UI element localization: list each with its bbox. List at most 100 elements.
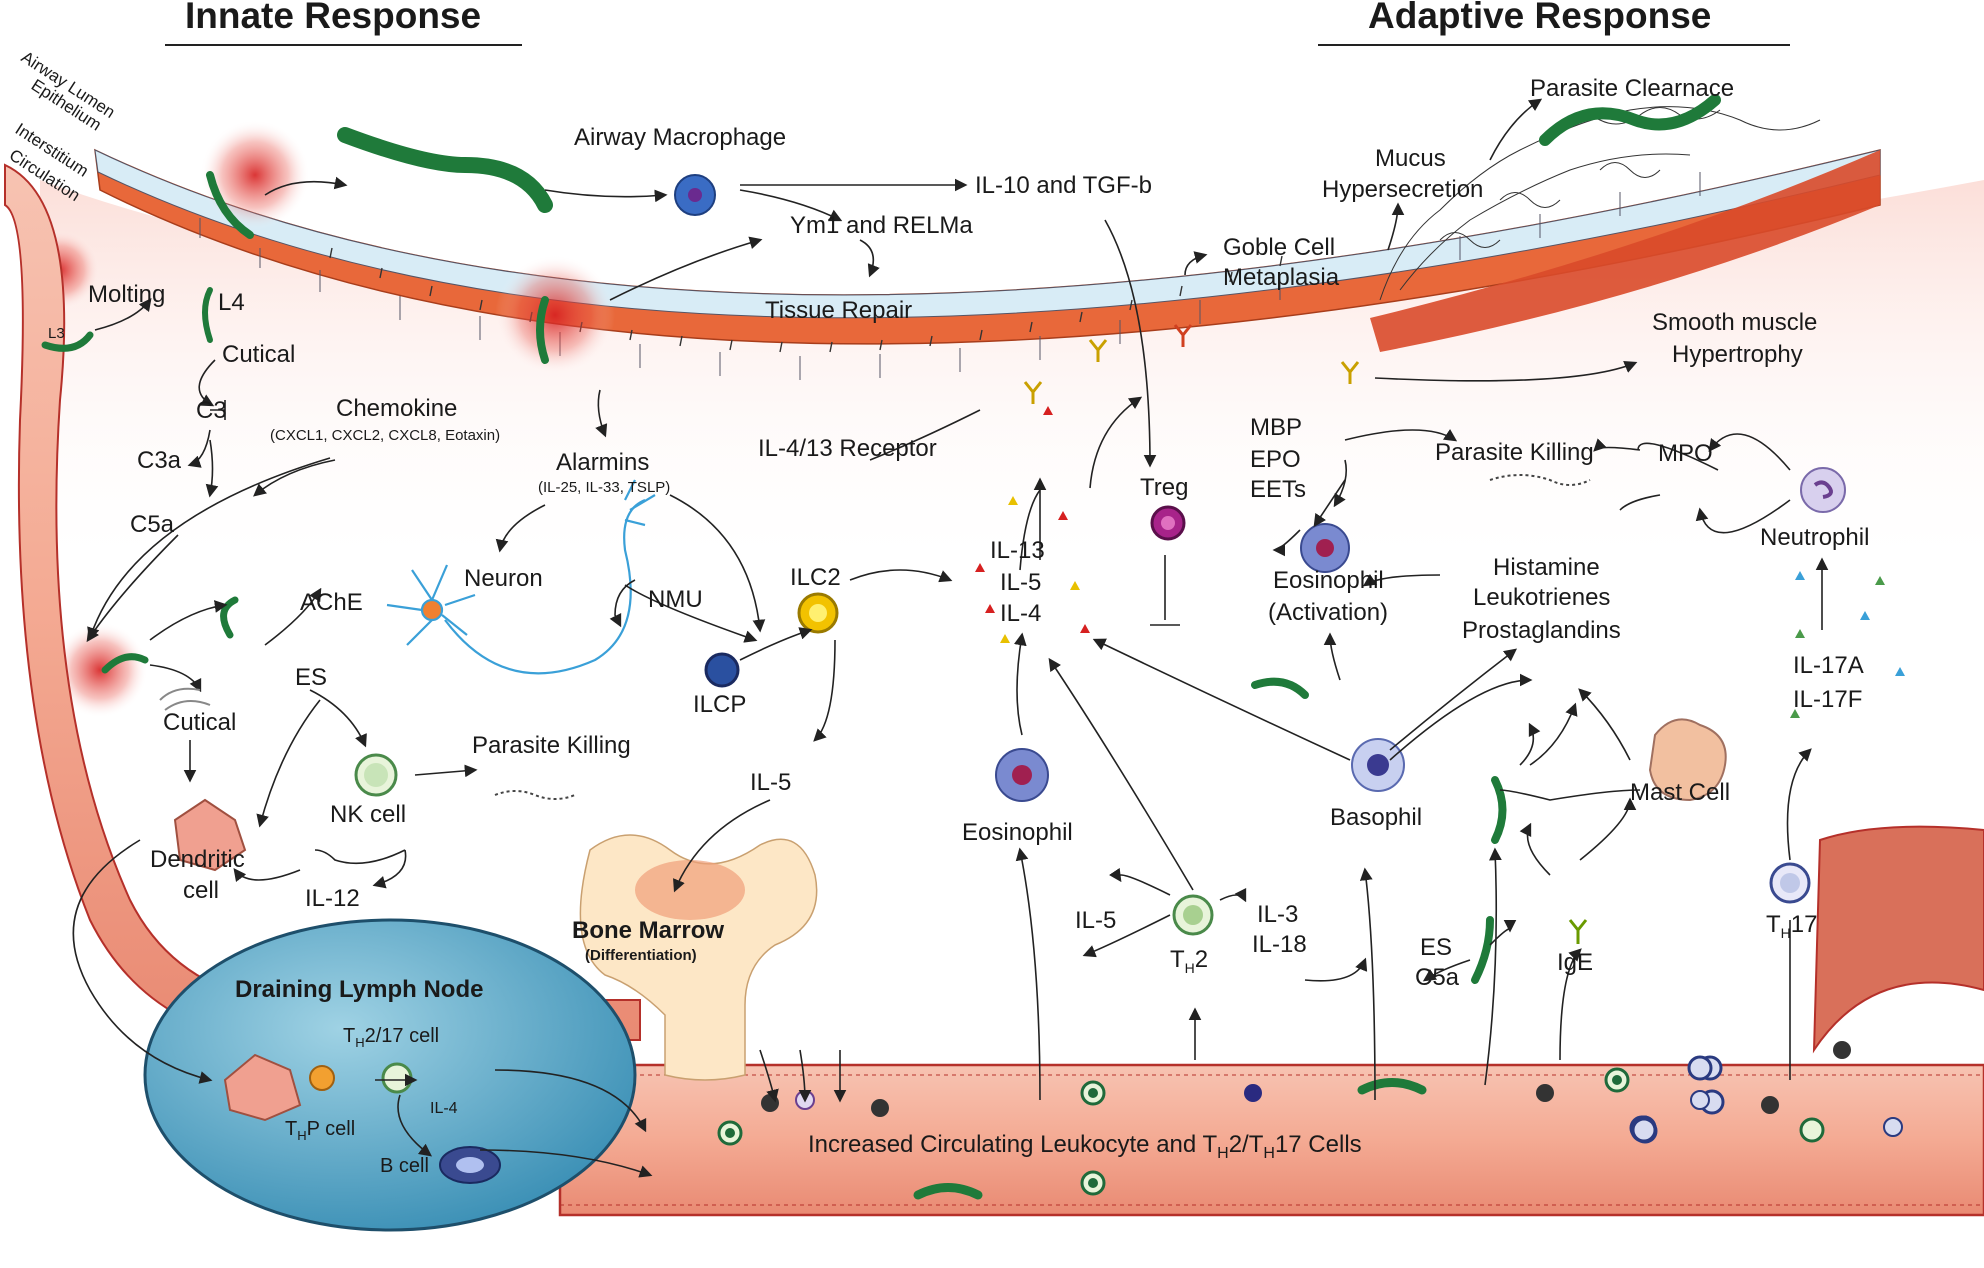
label-il5-lower: IL-5	[750, 769, 791, 796]
label-alarmins-list: (IL-25, IL-33, TSLP)	[538, 479, 670, 496]
inflammation-glow	[52, 622, 148, 718]
label-epo: EPO	[1250, 446, 1301, 473]
label-nmu: NMU	[648, 586, 703, 613]
label-ym1-relma: Ym1 and RELMa	[790, 212, 973, 239]
label-smooth-muscle: Smooth muscle	[1652, 309, 1817, 336]
killed-parasite	[1489, 474, 1591, 486]
th2-17-cell-icon	[381, 1062, 413, 1094]
label-ache: AChE	[300, 589, 363, 616]
label-il3: IL-3	[1257, 901, 1298, 928]
label-tissue-repair: Tissue Repair	[765, 297, 912, 324]
worm-icon	[41, 94, 1721, 1200]
shed-cutical	[159, 687, 211, 711]
label-prostaglandins: Prostaglandins	[1462, 617, 1621, 644]
label-c5a: C5a	[130, 511, 175, 538]
label-il5-th2: IL-5	[1075, 907, 1116, 934]
label-th2-17-cell: TH2/17 cell	[343, 1025, 439, 1050]
inflammation-glow	[495, 255, 615, 375]
label-alarmins: Alarmins	[556, 449, 649, 476]
label-dendritic: Dendritic	[150, 846, 245, 873]
label-cutical-bottom: Cutical	[163, 709, 236, 736]
labels: Airway Macrophage IL-10 and TGF-b Ym1 an…	[48, 75, 1869, 1177]
label-il4-mid: IL-4	[1000, 600, 1041, 627]
label-circulating: Increased Circulating Leukocyte and TH2/…	[808, 1131, 1362, 1162]
inflammation-glow	[200, 120, 310, 230]
label-airway-macrophage: Airway Macrophage	[574, 124, 786, 151]
label-leukotrienes: Leukotrienes	[1473, 584, 1610, 611]
label-ilcp: ILCP	[693, 691, 746, 718]
label-hypersecretion: Hypersecretion	[1322, 176, 1483, 203]
label-mast-cell: Mast Cell	[1630, 779, 1730, 806]
label-parasite-killing-left: Parasite Killing	[472, 732, 631, 759]
mast-cell-icon	[1648, 718, 1727, 802]
cytokine-particles	[975, 406, 1905, 718]
arrows	[72, 98, 1829, 1178]
label-ige: IgE	[1557, 949, 1593, 976]
label-chemokine-list: (CXCL1, CXCL2, CXCL8, Eotaxin)	[270, 427, 500, 444]
label-il18: IL-18	[1252, 931, 1307, 958]
label-differentiation: (Differentiation)	[585, 947, 697, 964]
header-innate: Innate Response	[185, 0, 481, 36]
label-eosinophil: Eosinophil	[962, 819, 1073, 846]
label-treg: Treg	[1140, 474, 1188, 501]
label-goble: Goble Cell	[1223, 234, 1335, 261]
label-l4: L4	[218, 289, 245, 316]
ln-dendritic-cell-icon	[223, 1053, 302, 1122]
label-cutical-top: Cutical	[222, 341, 295, 368]
label-th17: TH17	[1766, 911, 1818, 941]
label-basophil: Basophil	[1330, 804, 1422, 831]
label-il5-mid: IL-5	[1000, 569, 1041, 596]
label-il4-ln: IL-4	[430, 1100, 458, 1117]
label-thp-cell: THP cell	[285, 1118, 355, 1143]
label-chemokine: Chemokine	[336, 395, 457, 422]
label-c5a-right: C5a	[1415, 964, 1460, 991]
label-molting: Molting	[88, 281, 165, 308]
bottom-blood-vessel	[558, 1063, 1984, 1217]
label-neutrophil: Neutrophil	[1760, 524, 1869, 551]
label-l3: L3	[48, 325, 65, 342]
label-parasite-killing-right: Parasite Killing	[1435, 439, 1594, 466]
ilcp-icon	[704, 652, 740, 688]
label-neuron: Neuron	[464, 565, 543, 592]
label-th2: TH2	[1170, 946, 1208, 976]
label-il17a: IL-17A	[1793, 652, 1864, 679]
label-metaplasia: Metaplasia	[1223, 264, 1340, 291]
label-hypertrophy: Hypertrophy	[1672, 341, 1803, 368]
label-draining-lymph-node: Draining Lymph Node	[235, 976, 483, 1003]
neuron-icon	[386, 479, 656, 675]
label-eets: EETs	[1250, 476, 1306, 503]
thp-cell-icon	[309, 1065, 335, 1091]
label-receptor: IL-4/13 Receptor	[758, 435, 937, 462]
label-il17f: IL-17F	[1793, 686, 1862, 713]
circulating-cells	[717, 1041, 1903, 1196]
label-cell: cell	[183, 877, 219, 904]
label-mpo: MPO	[1658, 440, 1713, 467]
killed-parasite	[494, 790, 576, 800]
label-histamine: Histamine	[1493, 554, 1600, 581]
label-b-cell: B cell	[380, 1155, 429, 1177]
label-activation: (Activation)	[1268, 599, 1388, 626]
label-c3a: C3a	[137, 447, 182, 474]
label-ilc2: ILC2	[790, 564, 841, 591]
label-il13: IL-13	[990, 537, 1045, 564]
neutrophil-icon	[1800, 467, 1846, 513]
label-c3: C3	[196, 397, 227, 424]
label-il10-tgfb: IL-10 and TGF-b	[975, 172, 1152, 199]
label-parasite-clearance: Parasite Clearnace	[1530, 75, 1734, 102]
dendritic-cell-icon	[173, 798, 247, 872]
label-mbp: MBP	[1250, 414, 1302, 441]
label-eosinophil-activation: Eosinophil	[1273, 567, 1384, 594]
label-nk-cell: NK cell	[330, 801, 406, 828]
label-il12: IL-12	[305, 885, 360, 912]
label-bone-marrow: Bone Marrow	[572, 917, 724, 944]
cells	[173, 174, 1846, 1184]
branch-vessel	[1812, 825, 1984, 1054]
label-es-right: ES	[1420, 934, 1452, 961]
header-adaptive: Adaptive Response	[1368, 0, 1711, 36]
receptor-icons	[1023, 324, 1588, 944]
label-es-left: ES	[295, 664, 327, 691]
left-blood-vessel	[4, 163, 641, 1041]
label-mucus: Mucus	[1375, 145, 1446, 172]
